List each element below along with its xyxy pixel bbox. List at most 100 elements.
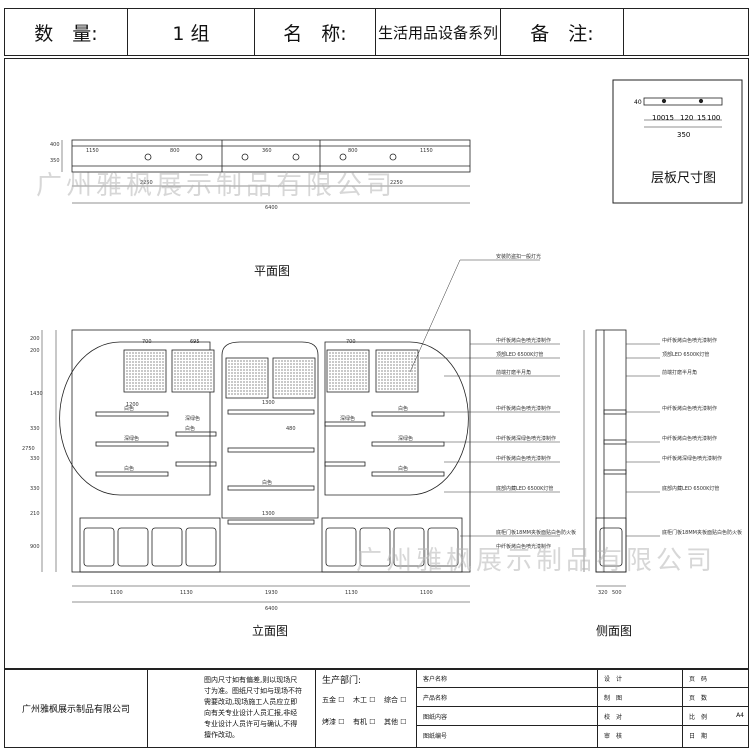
dept-item[interactable]: 木工 ☐ xyxy=(353,696,376,704)
plan-side-dim: 350 xyxy=(50,158,60,164)
side-leaders xyxy=(626,343,660,537)
side-note: 中纤板烤白色喷光漆制作 xyxy=(662,405,717,412)
elev-note: 顶部LED 6500K灯管 xyxy=(496,351,543,358)
elev-note: 前端打磨半月角 xyxy=(496,369,531,376)
elev-dim-inner: 1300 xyxy=(262,511,275,517)
name-value: 生活用品设备系列 xyxy=(376,9,501,55)
qty-value: 1 组 xyxy=(128,9,255,55)
note-label: 备 注: xyxy=(501,9,624,55)
elev-dim-top: 695 xyxy=(190,339,200,345)
elev-note: 中纤板烤白色喷光漆制作 xyxy=(496,455,551,462)
field-label: 页 码 xyxy=(683,669,748,688)
color-label: 白色 xyxy=(124,465,134,472)
shelf-total: 350 xyxy=(677,131,690,139)
elev-dim-left: 330 xyxy=(30,486,40,492)
shelf-part: 15 xyxy=(697,114,706,122)
elev-dim-top: 700 xyxy=(142,339,152,345)
field-grid-left: 客户名称 产品名称 图纸内容 图纸编号 xyxy=(417,669,598,747)
side-view xyxy=(583,329,627,587)
elev-note: 安装防盗扣一般灯光 xyxy=(496,253,541,260)
plan-side-dim: 400 xyxy=(50,142,60,148)
field-label: 图纸编号 xyxy=(423,733,448,740)
side-note: 中纤板烤深绿色喷光漆制作 xyxy=(662,455,722,462)
color-label: 深绿色 xyxy=(340,415,355,422)
side-dim: 500 xyxy=(612,590,622,596)
shelf-part: 100 xyxy=(707,114,720,122)
side-note: 底柜门板18MM夹板面贴白色防火板 xyxy=(662,529,742,536)
field-grid-mid: 设 计 制 图 校 对 审 核 xyxy=(598,669,683,747)
dept-item[interactable]: 五金 ☐ xyxy=(322,696,345,704)
color-label: 白色 xyxy=(124,405,134,412)
elev-dim-bottom: 1130 xyxy=(180,590,193,596)
plan-dim-top: 1150 xyxy=(420,148,433,154)
field-label: 产品名称 xyxy=(417,688,597,707)
color-label: 白色 xyxy=(262,479,272,486)
company-name: 广州雅枫展示制品有限公司 xyxy=(5,669,148,747)
plan-dim-top: 1150 xyxy=(86,148,99,154)
elev-note: 中纤板烤深绿色喷光漆制作 xyxy=(496,435,556,442)
elev-note: 中纤板烤白色喷光漆制作 xyxy=(496,337,551,344)
color-label: 深绿色 xyxy=(124,435,139,442)
field-label: 客户名称 xyxy=(417,669,597,688)
elev-dim-inner: 480 xyxy=(286,426,296,432)
watermark: 广州雅枫展示制品有限公司 xyxy=(36,171,397,201)
color-label: 白色 xyxy=(398,405,408,412)
production-label: 生产部门: xyxy=(322,676,362,686)
drawing-frame xyxy=(4,58,749,670)
field-label: 图纸内容 xyxy=(417,707,597,726)
side-note: 前端打磨半月角 xyxy=(662,369,697,376)
shelf-part: 120 xyxy=(680,114,693,122)
plan-dim-total: 6400 xyxy=(265,205,278,211)
elev-dim-bottom: 1130 xyxy=(345,590,358,596)
dept-item[interactable]: 综合 ☐ xyxy=(384,696,407,704)
field-label: 审 核 xyxy=(604,733,623,740)
side-title: 侧面图 xyxy=(596,624,633,638)
elev-dim-total: 6400 xyxy=(265,606,278,612)
department-checkboxes: 五金 ☐ 木工 ☐ 综合 ☐ 烤漆 ☐ 有机 ☐ 其他 ☐ xyxy=(322,695,416,727)
elevation-view xyxy=(41,329,471,603)
elev-dim-left: 330 xyxy=(30,456,40,462)
side-note: 顶部LED 6500K灯管 xyxy=(662,351,709,358)
color-label: 白色 xyxy=(398,465,408,472)
watermark: 广州雅枫展示制品有限公司 xyxy=(356,546,717,576)
color-label: 白色 xyxy=(185,425,195,432)
plan-dims: 1150 800 360 800 1150 2250 2250 6400 400… xyxy=(50,142,433,211)
dept-item[interactable]: 有机 ☐ xyxy=(353,718,376,726)
elev-note: 底部内藏LED 6500K灯管 xyxy=(496,485,553,492)
plan-dim-bottom: 2250 xyxy=(140,180,153,186)
elev-dim-left: 900 xyxy=(30,544,40,550)
elev-dim-left: 330 xyxy=(30,426,40,432)
side-note: 中纤板烤白色喷光漆制作 xyxy=(662,435,717,442)
side-dim: 320 xyxy=(598,590,608,596)
elev-note: 中纤板烤白色喷光漆制作 xyxy=(496,405,551,412)
elevation-title: 立面图 xyxy=(252,624,289,638)
disclaimer-text: 图内尺寸如有偏差,则以现场尺寸为准。图纸尺寸如与现场不符需要改动,现场施工人员应… xyxy=(204,676,302,739)
header-bar: 数 量: 1 组 名 称: 生活用品设备系列 备 注: xyxy=(4,8,749,56)
dept-item[interactable]: 烤漆 ☐ xyxy=(322,718,345,726)
elev-dim-bottom: 1100 xyxy=(420,590,433,596)
color-label: 深绿色 xyxy=(398,435,413,442)
field-grid-right: 页 码 页 数 比 例 A4 日 期 xyxy=(683,669,748,747)
plan-dim-top: 360 xyxy=(262,148,272,154)
elev-dim-inner: 1200 xyxy=(126,402,139,408)
field-label: 日 期 xyxy=(689,733,708,740)
paper-size: A4 xyxy=(736,712,744,719)
plan-dim-top: 800 xyxy=(170,148,180,154)
plan-view xyxy=(61,139,471,204)
shelf-thickness: 40 xyxy=(634,99,642,106)
elev-dim-inner: 1300 xyxy=(262,400,275,406)
shelf-part: 15 xyxy=(665,114,674,122)
elev-note: 底柜门板18MM夹板面贴白色防火板 xyxy=(496,529,576,536)
qty-label: 数 量: xyxy=(5,9,128,55)
shelf-part: 100 xyxy=(652,114,665,122)
elev-dim-bottom: 1100 xyxy=(110,590,123,596)
field-label: 制 图 xyxy=(598,688,682,707)
dept-item[interactable]: 其他 ☐ xyxy=(384,718,407,726)
shelf-detail-box xyxy=(612,79,743,204)
elev-dim-left: 1430 xyxy=(30,391,43,397)
elev-dim-left: 2750 xyxy=(22,446,35,452)
elev-dim-left: 210 xyxy=(30,511,40,517)
color-label: 深绿色 xyxy=(185,415,200,422)
plan-dim-top: 800 xyxy=(348,148,358,154)
